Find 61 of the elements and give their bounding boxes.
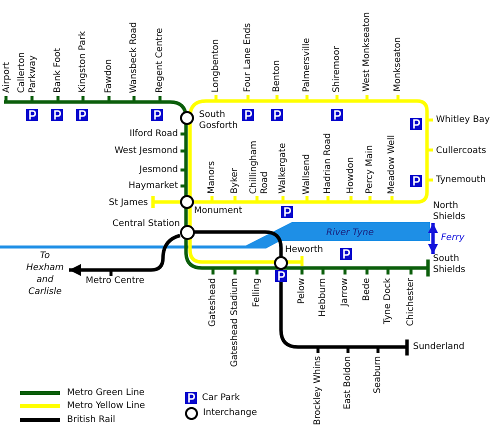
legend-label: Interchange <box>203 408 258 418</box>
edge-label: Ferry <box>441 232 464 244</box>
station-label: Hadrian Road <box>322 133 334 194</box>
station-label: Pelow <box>296 278 308 304</box>
station-label: North Shields <box>431 201 473 223</box>
station-label: Metro Centre <box>86 276 144 286</box>
station-label: Callerton Parkway <box>16 51 38 93</box>
station-label: Central Station <box>112 218 180 236</box>
station-label: Shiremoor <box>332 46 342 92</box>
station-label: Meadow Well <box>386 134 398 194</box>
ferry-arrow <box>428 223 438 254</box>
station-label: Wansbeck Road <box>128 22 140 93</box>
station-label: Wallsend <box>302 154 312 194</box>
station-label: Hebburn <box>318 278 328 317</box>
station-label: Gateshead Stadium <box>230 278 240 368</box>
station-label: Seaburn <box>372 356 384 394</box>
station-label: Chichester <box>406 278 416 326</box>
legend-label: Car Park <box>202 392 240 404</box>
station-label: West Monkseaton <box>362 12 372 92</box>
station-label: Gateshead <box>208 278 218 327</box>
station-label: South Gosforth <box>199 110 239 132</box>
legend-label: Metro Yellow Line <box>67 400 146 412</box>
station-label: Fawdon <box>104 58 114 93</box>
station-label: South Shields <box>431 254 473 276</box>
station-label: Ilford Road <box>129 128 178 140</box>
station-label: Kingston Park <box>78 31 88 93</box>
destination-label: To Hexham and Carlisle <box>21 250 69 298</box>
station-label: Jesmond <box>139 164 178 176</box>
station-label: Monument <box>194 206 242 216</box>
station-label: Cullercoats <box>436 146 486 156</box>
station-label: Brockley Whins <box>312 356 324 426</box>
station-label: St James <box>108 198 148 208</box>
station-label: Jarrow <box>340 278 350 306</box>
station-label: Benton <box>272 60 282 92</box>
station-label: Walkergate <box>278 143 288 194</box>
river-label: River Tyne <box>326 228 374 238</box>
station-label: Percy Main <box>364 145 376 194</box>
station-label: Haymarket <box>128 180 178 192</box>
station-label: Bede <box>362 278 372 301</box>
station-label: Heworth <box>285 244 324 256</box>
legend-label: Metro Green Line <box>67 388 145 398</box>
station-label: Manors <box>206 161 218 194</box>
station-label: West Jesmond <box>114 146 178 156</box>
station-label: Palmersville <box>302 38 312 92</box>
station-label: Howdon <box>346 157 356 194</box>
station-label: Byker <box>230 168 240 194</box>
station-label: Four Lane Ends <box>242 22 254 92</box>
legend-label: British Rail <box>67 414 116 426</box>
station-label: Regent Centre <box>154 28 166 93</box>
station-label: Chillingham Road <box>249 140 271 194</box>
station-label: Bank Foot <box>52 48 64 93</box>
station-label: Felling <box>252 278 262 308</box>
station-label: Monkseaton <box>392 37 404 92</box>
station-label: Airport <box>2 62 12 93</box>
station-label: Sunderland <box>413 342 465 352</box>
station-label: Whitley Bay <box>436 114 490 126</box>
rail-arrow <box>69 234 181 276</box>
station-label: Tyne Dock <box>382 278 394 324</box>
station-label: Longbenton <box>210 38 222 92</box>
station-label: East Boldon <box>342 356 354 410</box>
station-label: Tynemouth <box>436 174 486 186</box>
